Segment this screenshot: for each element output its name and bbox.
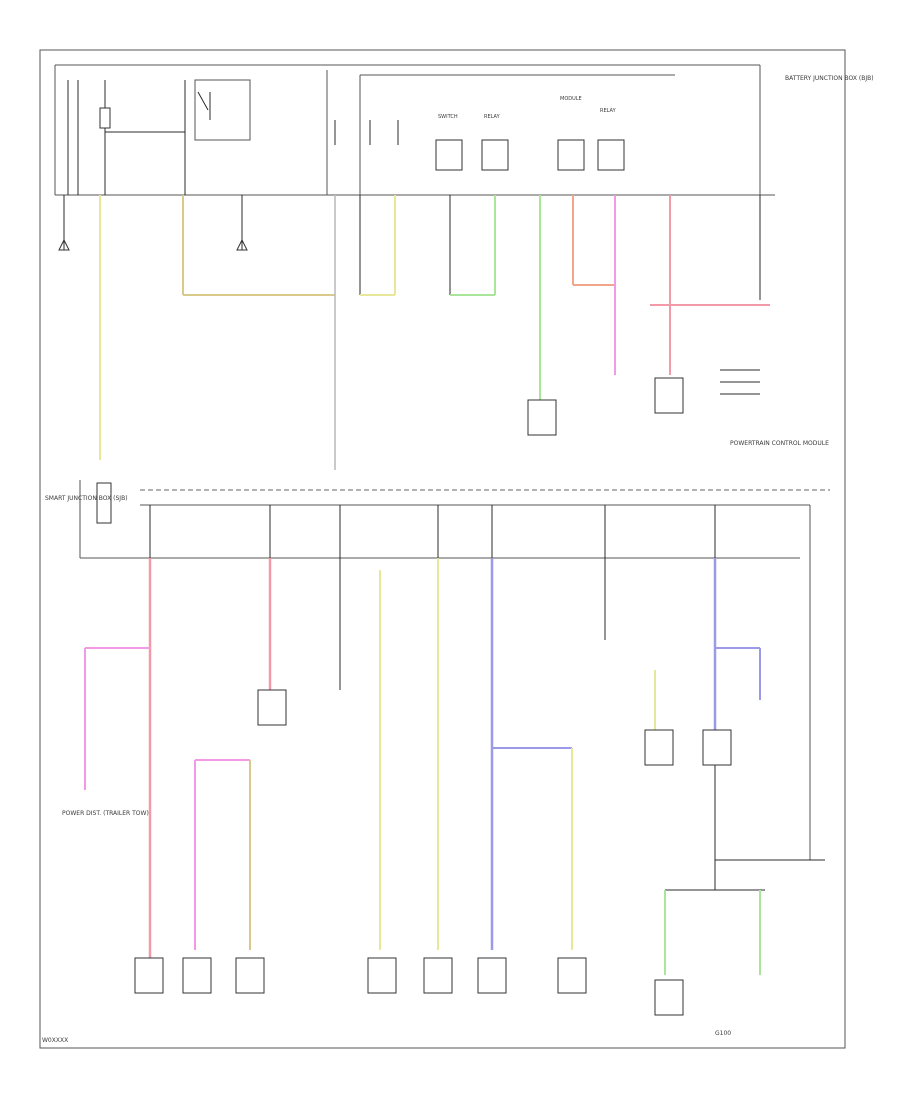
label-left-tail: POWER DIST. (TRAILER TOW)	[62, 810, 149, 817]
svg-text:RELAY: RELAY	[484, 114, 501, 120]
lower-fuse-box	[79, 480, 811, 860]
top-fuse-box	[54, 64, 775, 196]
mid-right-modules	[527, 369, 760, 436]
svg-text:SWITCH: SWITCH	[438, 114, 458, 120]
top-relays	[67, 79, 399, 195]
top-modules: SWITCH RELAY MODULE RELAY	[435, 96, 625, 171]
lower-modules	[134, 729, 732, 1016]
svg-text:RELAY: RELAY	[600, 108, 617, 114]
page-code: W0XXXX	[42, 1037, 68, 1044]
label-mid-right: POWERTRAIN CONTROL MODULE	[730, 440, 829, 447]
faint-labels: BATTERY JUNCTION BOX (BJB) SMART JUNCTIO…	[42, 75, 874, 1044]
label-top-right: BATTERY JUNCTION BOX (BJB)	[785, 75, 874, 82]
lower-wires	[84, 558, 825, 975]
label-bottom-left: SMART JUNCTION BOX (SJB)	[45, 495, 128, 502]
diagram-border	[39, 49, 846, 1049]
svg-text:MODULE: MODULE	[560, 96, 582, 102]
top-wires	[58, 195, 770, 470]
label-ground: G100	[715, 1030, 731, 1037]
